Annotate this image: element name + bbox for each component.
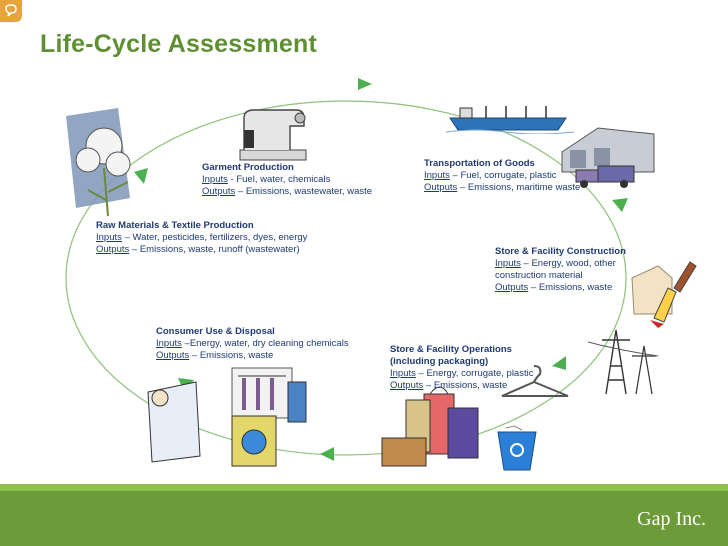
cycle-arrow-right-top [612, 198, 628, 212]
cycle-arrow-bottom [320, 447, 334, 461]
outputs-text: – Emissions, wastewater, waste [235, 186, 373, 197]
brand-logo: Gap Inc. [637, 508, 706, 530]
inputs-label: Inputs [424, 170, 450, 181]
corner-badge-icon [0, 0, 22, 22]
outputs-text: – Emissions, waste, runoff (wastewater) [129, 244, 300, 255]
shopping-bags-icon [381, 386, 479, 467]
inputs-label: Inputs [202, 174, 228, 185]
stage-store-construction: Store & Facility Construction Inputs – E… [495, 246, 626, 294]
inputs-text: – Energy, wood, other [520, 258, 616, 269]
inputs-label: Inputs [390, 368, 416, 379]
outputs-text: – Emissions, waste [528, 282, 613, 293]
outputs-text: – Emissions, maritime waste [457, 182, 581, 193]
cycle-arrow-top [358, 78, 372, 90]
stage-title: Garment Production [202, 162, 294, 173]
footer-band [0, 484, 728, 546]
stage-title: Transportation of Goods [424, 158, 535, 169]
footer-stripe [0, 484, 728, 491]
cycle-arrow-right-bottom [552, 356, 566, 370]
cargo-ship-icon [446, 106, 575, 134]
inputs-text: – Water, pesticides, fertilizers, dyes, … [121, 232, 308, 243]
cycle-arrow-left-top [134, 168, 148, 184]
stage-store-operations: Store & Facility Operations (including p… [390, 344, 533, 392]
outputs-label: Outputs [495, 282, 529, 293]
warehouse-truck-icon [561, 127, 655, 188]
stage-consumer-use: Consumer Use & Disposal Inputs –Energy, … [156, 326, 349, 362]
inputs-text: – Fuel, corrugate, plastic [449, 170, 557, 181]
stage-garment-production: Garment Production Inputs - Fuel, water,… [202, 162, 372, 198]
outputs-label: Outputs [156, 350, 190, 361]
inputs-text: – Energy, corrugate, plastic [415, 368, 534, 379]
hanger-icon [501, 365, 569, 397]
inputs-label: Inputs [495, 258, 521, 269]
laundry-consumer-icon [147, 367, 307, 467]
inputs-text: - Fuel, water, chemicals [227, 174, 331, 185]
inputs-label: Inputs [96, 232, 122, 243]
inputs-label: Inputs [156, 338, 182, 349]
sewing-machine-icon [239, 109, 307, 161]
recycle-bin-icon [497, 425, 537, 471]
outputs-text: – Emissions, waste [189, 350, 274, 361]
outputs-label: Outputs [424, 182, 458, 193]
outputs-label: Outputs [96, 244, 130, 255]
outputs-label: Outputs [202, 186, 236, 197]
stage-title: Store & Facility Construction [495, 246, 626, 257]
cotton-plant-icon [66, 108, 131, 217]
stage-title: Consumer Use & Disposal [156, 326, 275, 337]
paint-brush-icon [631, 261, 697, 328]
inputs-text: –Energy, water, dry cleaning chemicals [181, 338, 349, 349]
stage-raw-materials: Raw Materials & Textile Production Input… [96, 220, 307, 256]
cycle-ellipse [65, 100, 627, 456]
outputs-text: – Emissions, waste [423, 380, 508, 391]
stage-title: Store & Facility Operations [390, 344, 512, 355]
stage-transportation: Transportation of Goods Inputs – Fuel, c… [424, 158, 580, 194]
stage-title-continued: (including packaging) [390, 356, 489, 367]
page-title: Life-Cycle Assessment [40, 30, 318, 58]
inputs-text-continued: construction material [495, 270, 583, 281]
power-lines-icon [588, 329, 659, 395]
outputs-label: Outputs [390, 380, 424, 391]
stage-title: Raw Materials & Textile Production [96, 220, 254, 231]
